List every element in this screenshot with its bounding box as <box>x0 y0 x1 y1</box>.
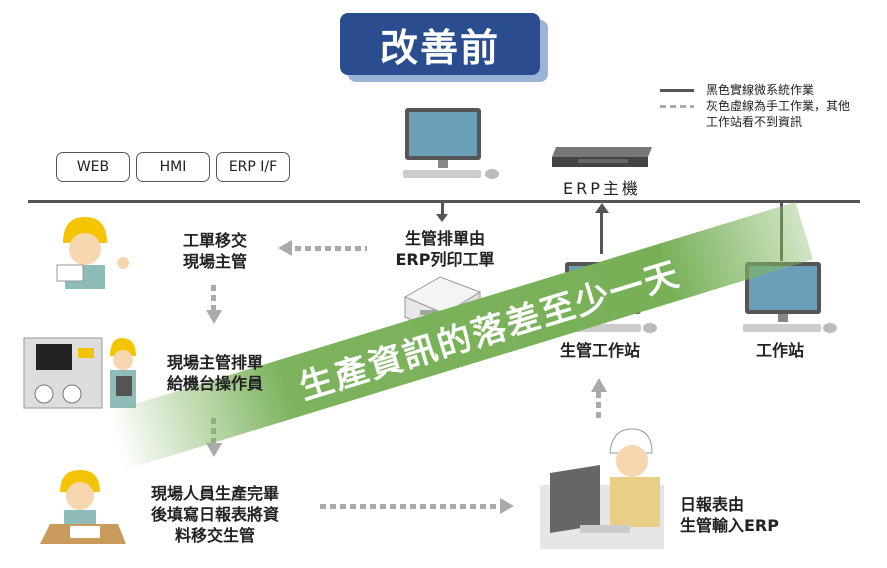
solid-line-swatch <box>660 88 694 92</box>
legend-dashed-cont: 工作站看不到資訊 <box>706 115 803 129</box>
legend-solid: 黑色實線微系統作業 <box>706 83 815 97</box>
arrow-right-icon <box>500 498 514 514</box>
erp-host-label: ERP主機 <box>563 179 641 198</box>
down-arrow-line <box>441 203 444 217</box>
legend-dashed: 灰色虛線為手工作業，其他 <box>706 99 851 113</box>
arrow-up-icon <box>595 203 609 213</box>
workstation-label: 工作站 <box>755 341 804 360</box>
production-workstation-label: 生管工作站 <box>559 341 640 360</box>
computer-icon <box>403 108 499 179</box>
arrow-up-icon <box>591 378 607 392</box>
arrow-down-icon <box>206 443 222 457</box>
page-title: 改善前 <box>340 13 540 75</box>
system-hmi: HMI <box>136 152 210 182</box>
dashed-arrow-up <box>596 392 601 422</box>
system-web: WEB <box>56 152 130 182</box>
arrow-left-icon <box>278 240 292 256</box>
arrow-down-icon <box>206 310 222 324</box>
step-input: 日報表由生管輸入ERP <box>680 495 779 535</box>
dashed-arrow-down-1 <box>211 285 216 310</box>
supervisor-icon <box>56 217 129 289</box>
step-assign: 現場主管排單給機台操作員 <box>166 353 263 393</box>
worker-writing-icon <box>40 470 126 544</box>
system-erp-if: ERP I/F <box>216 152 290 182</box>
dashed-arrow-right <box>320 504 500 509</box>
dashed-arrow-left <box>295 246 367 251</box>
system-bus-line <box>28 200 860 203</box>
up-arrow-line <box>600 210 603 254</box>
workstation-icon <box>743 262 837 333</box>
step-report: 現場人員生產完畢後填寫日報表將資料移交生管 <box>150 484 279 545</box>
arrow-down-icon <box>436 214 448 222</box>
step-handover: 工單移交現場主管 <box>182 231 247 271</box>
dashed-line-swatch <box>660 104 694 108</box>
staff-at-computer-icon <box>540 428 664 549</box>
machine-operator-icon <box>23 337 136 409</box>
legend: 黑色實線微系統作業 灰色虛線為手工作業，其他 工作站看不到資訊 <box>660 82 850 130</box>
server-icon <box>552 147 652 167</box>
